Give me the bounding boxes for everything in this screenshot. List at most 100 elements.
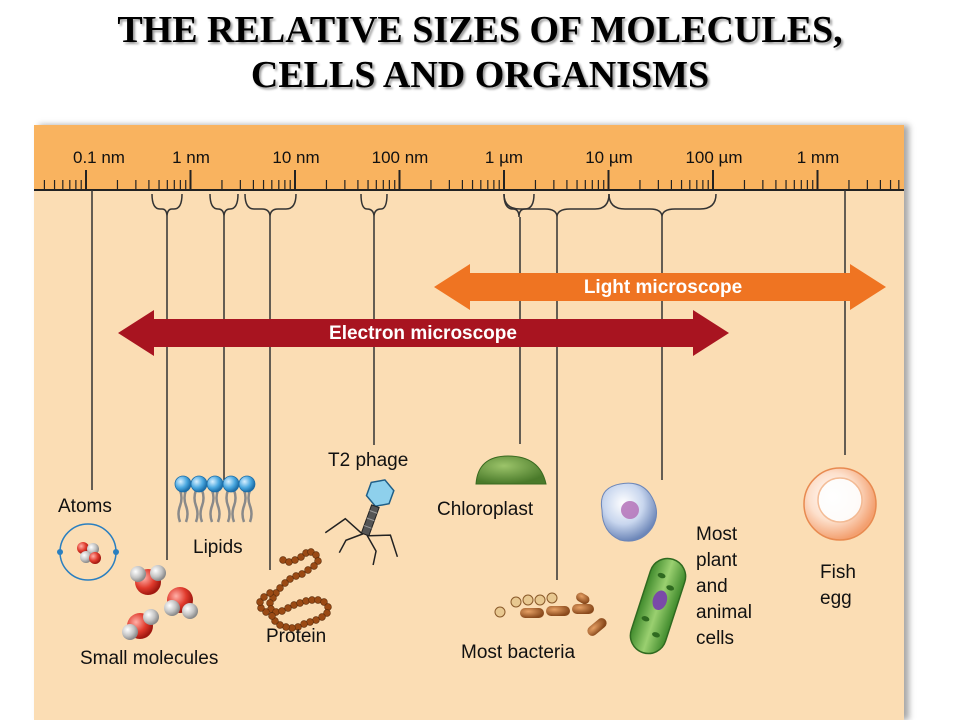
- small-molecules-label: Small molecules: [80, 648, 218, 669]
- lipid-tail: [209, 489, 215, 523]
- lipid-head: [238, 475, 256, 493]
- atoms-label: Atoms: [58, 496, 112, 517]
- protein-bead: [260, 593, 268, 601]
- lipid-head: [190, 475, 208, 493]
- lipid-tail: [215, 489, 221, 523]
- light-microscope-label: Light microscope: [584, 277, 742, 298]
- protein-bead: [284, 604, 292, 612]
- electron-microscope-range: Electron microscope: [118, 310, 729, 356]
- phage-head: [365, 479, 395, 508]
- diagram-panel: [34, 125, 904, 720]
- neutron: [87, 543, 99, 555]
- protein-bead: [324, 603, 332, 611]
- protein-bead: [266, 599, 274, 607]
- scale-ticks: [43, 170, 900, 190]
- protein-bead: [262, 608, 270, 616]
- protein-bead: [318, 613, 326, 621]
- protein-bead: [292, 572, 300, 580]
- brace-t2-phage: [360, 193, 388, 218]
- most-bacteria-label: Most bacteria: [461, 642, 575, 663]
- protein-bead: [300, 620, 308, 628]
- electron-microscope-label: Electron microscope: [329, 323, 517, 344]
- chloroplast-label: Chloroplast: [437, 499, 534, 520]
- cells-label-line-5: cells: [696, 628, 734, 649]
- light-microscope-arrow: [434, 264, 886, 310]
- brace-protein: [244, 193, 297, 218]
- range-braces: [151, 193, 717, 218]
- protein-bead: [276, 621, 284, 629]
- lipid-head: [222, 475, 240, 493]
- proton: [89, 552, 101, 564]
- scale-label-0-1nm: 0.1 nm: [73, 148, 125, 167]
- fish-egg-label-line-1: Fish: [820, 562, 856, 583]
- scale-label-10nm: 10 nm: [272, 148, 319, 167]
- protein-bead: [310, 562, 318, 570]
- brace-cells: [608, 193, 717, 218]
- scale-labels: 0.1 nm 1 nm 10 nm 100 nm 1 µm 10 µm 100 …: [73, 148, 839, 167]
- cells-label-line-1: Most: [696, 524, 738, 545]
- lipids-label: Lipids: [193, 537, 243, 558]
- protein-bead: [257, 604, 265, 612]
- protein-bead: [304, 566, 312, 574]
- lipid-tail: [231, 489, 237, 523]
- lipid-tail: [199, 489, 205, 523]
- lipid-tail: [183, 489, 189, 523]
- electron-right: [113, 549, 119, 555]
- light-microscope-range: Light microscope: [434, 264, 886, 310]
- chloroplast-illustration: [475, 455, 547, 485]
- protein-bead: [266, 589, 274, 597]
- protein-bead: [256, 598, 264, 606]
- neutron: [80, 551, 92, 563]
- slide-title: THE RELATIVE SIZES OF MOLECULES, CELLS A…: [0, 8, 960, 98]
- cell-nucleus: [621, 501, 639, 519]
- animal-cell-illustration: [600, 482, 657, 542]
- scale-label-100nm: 100 nm: [372, 148, 429, 167]
- plant-cell-nucleus: [652, 590, 668, 611]
- protein-bead: [286, 575, 294, 583]
- protein-bead: [320, 598, 328, 606]
- protein-bead: [302, 597, 310, 605]
- fish-egg-label: Fish egg: [820, 562, 856, 609]
- scale-band: [34, 125, 904, 190]
- fish-egg-illustration: [803, 467, 877, 541]
- protein-bead: [268, 612, 276, 620]
- scale-label-100um: 100 µm: [685, 148, 742, 167]
- scale-label-10um: 10 µm: [585, 148, 633, 167]
- protein-illustration: [256, 548, 332, 632]
- lipid-tail: [177, 489, 183, 523]
- small-molecules-illustration: [122, 565, 198, 640]
- lipid-head: [174, 475, 192, 493]
- atom-illustration: [57, 523, 119, 581]
- brace-lipids: [209, 193, 239, 218]
- protein-bead: [276, 584, 284, 592]
- t2-phage-illustration: [324, 479, 399, 566]
- protein-bead: [281, 579, 289, 587]
- electron-microscope-arrow: [118, 310, 729, 356]
- leader-lines: [91, 190, 846, 580]
- scale-label-1um: 1 µm: [485, 148, 523, 167]
- cells-label-line-2: plant: [696, 550, 738, 571]
- cells-label-line-4: animal: [696, 602, 752, 623]
- protein-bead: [291, 556, 299, 564]
- phage-tail-fibers: [324, 517, 399, 566]
- phage-tail: [360, 504, 380, 537]
- cells-label: Most plant and animal cells: [696, 524, 752, 649]
- t2-phage-label: T2 phage: [328, 450, 408, 471]
- protein-bead: [323, 609, 331, 617]
- cells-label-line-3: and: [696, 576, 728, 597]
- brace-chloroplast: [503, 193, 535, 218]
- fish-egg-label-line-2: egg: [820, 588, 852, 609]
- protein-label: Protein: [266, 626, 326, 647]
- brace-small-molecules: [151, 193, 183, 218]
- lipid-tail: [193, 489, 199, 523]
- plant-cell-illustration: [629, 557, 687, 655]
- protein-bead: [314, 557, 322, 565]
- lipid-tail: [247, 489, 253, 523]
- lipid-head: [206, 475, 224, 493]
- lipid-tail: [225, 489, 231, 523]
- lipid-illustration: [174, 475, 256, 523]
- scale-label-1nm: 1 nm: [172, 148, 210, 167]
- title-line-1: THE RELATIVE SIZES OF MOLECULES,: [117, 9, 843, 51]
- title-line-2: CELLS AND ORGANISMS: [250, 54, 710, 96]
